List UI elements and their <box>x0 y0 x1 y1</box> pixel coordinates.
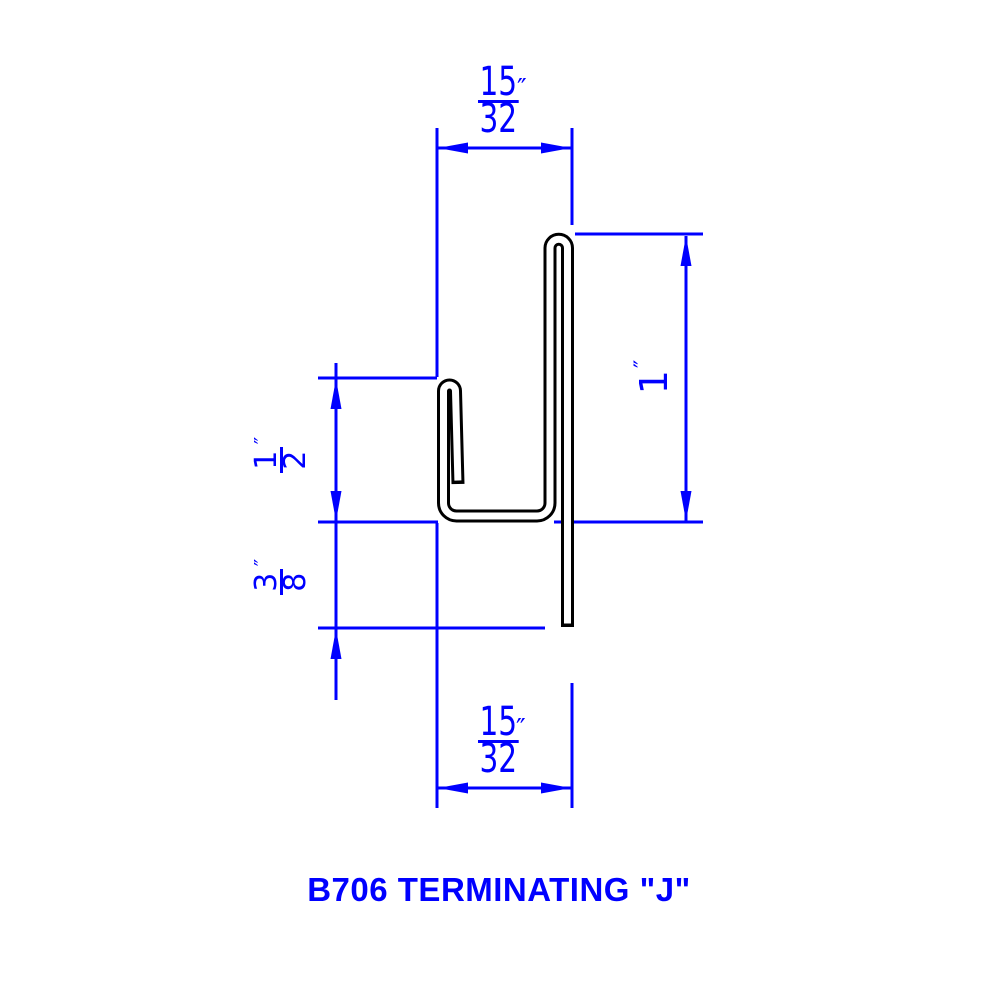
dimension-left-lower-height: 3 8 ″ <box>241 537 321 617</box>
dimension-bottom-width: 15 32 <box>478 699 533 782</box>
inch-mark: ″ <box>517 74 527 104</box>
arrow-top-right <box>541 142 571 154</box>
fraction: 15 32 <box>478 699 519 782</box>
arrow-top-left <box>438 142 468 154</box>
dimension-value: 1 <box>632 370 676 395</box>
arrowheads <box>330 142 692 794</box>
arrow-bottom-right <box>541 782 571 794</box>
fraction-denominator: 32 <box>478 735 519 782</box>
fraction-numerator: 1 <box>249 450 285 470</box>
arrow-left-up <box>330 379 342 409</box>
fraction-denominator: 2 <box>278 447 313 474</box>
dimension-top-width: 15 32 <box>478 59 533 142</box>
profile-core <box>440 235 571 624</box>
arrow-right-up <box>680 236 692 266</box>
fraction: 3 8 <box>249 569 313 596</box>
fraction: 15 32 <box>478 59 519 142</box>
fraction-numerator: 3 <box>249 572 285 592</box>
fraction-denominator: 8 <box>278 569 313 596</box>
arrow-left-outside-up <box>330 629 342 659</box>
dimension-left-upper-height: 1 2 ″ <box>241 415 321 495</box>
fraction-numerator: 15 <box>479 59 518 105</box>
arrow-left-down <box>330 491 342 521</box>
inch-mark: ″ <box>250 436 275 445</box>
inch-mark: ″ <box>631 359 656 369</box>
arrow-bottom-left <box>438 782 468 794</box>
fraction-numerator: 15 <box>479 699 518 745</box>
inch-mark: ″ <box>250 558 275 567</box>
arrow-right-down <box>680 491 692 521</box>
fraction: 1 2 <box>249 447 313 474</box>
drawing-title: B706 TERMINATING "J" <box>307 871 691 908</box>
fraction-denominator: 32 <box>478 95 519 142</box>
dimension-right-height: 1 ″ <box>614 337 694 417</box>
inch-mark: ″ <box>516 714 526 744</box>
